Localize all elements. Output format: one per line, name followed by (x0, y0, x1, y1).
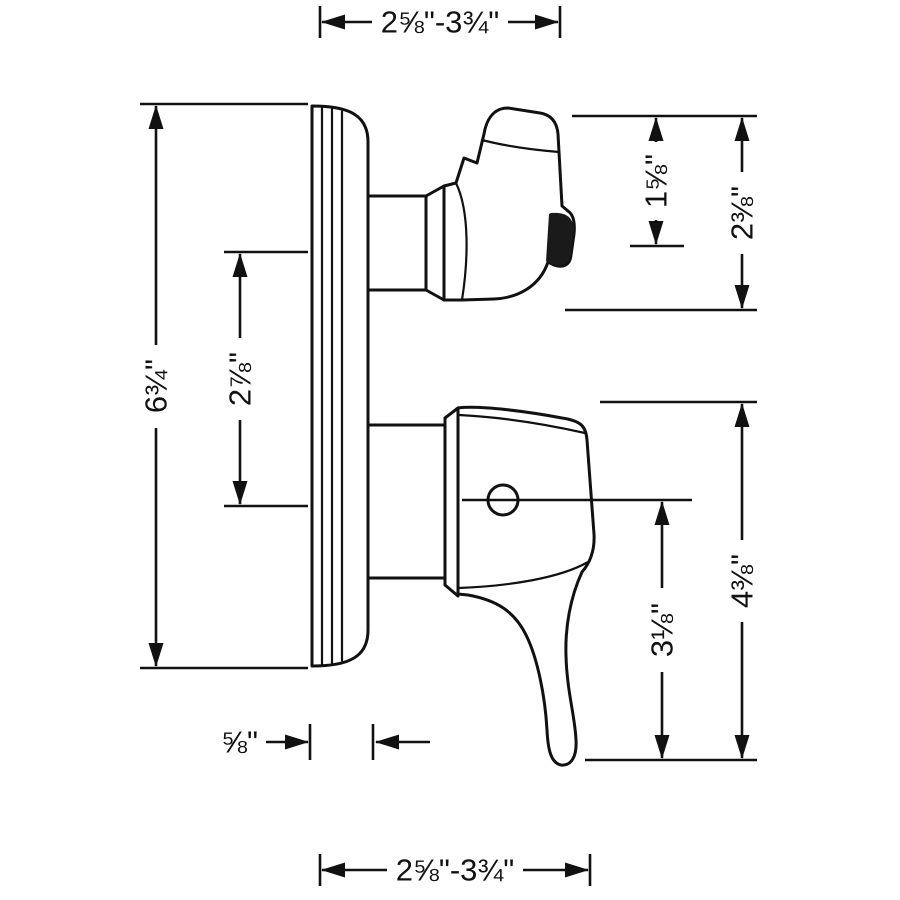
upper-handle-inner-line (454, 181, 468, 302)
upper-handle-tip (546, 212, 574, 266)
lower-stem (366, 423, 447, 580)
escutcheon-outline (310, 104, 370, 668)
dim-upper-handle-height: 1⅝" (572, 114, 757, 248)
dim-label-overall-height: 6¾" (139, 359, 174, 413)
upper-stem (366, 194, 428, 292)
dim-upper-total-height: 2⅜" (565, 117, 760, 312)
dim-label-lower-total-depth: 4⅜" (725, 554, 760, 608)
lower-lever-blade-line (457, 560, 590, 590)
dim-valve-center-spacing: 2⅞" (223, 250, 308, 508)
lower-lever-handle (456, 405, 596, 767)
escutcheon-plate (310, 104, 370, 668)
dim-label-valve-center-spacing: 2⅞" (223, 352, 258, 406)
dim-bottom-width: 2⅝"-3¾" (318, 853, 592, 888)
upper-handle (442, 106, 576, 302)
lower-collar (443, 406, 460, 598)
dim-label-escutcheon-depth: ⅝" (221, 725, 258, 760)
dim-label-upper-handle-height: 1⅝" (639, 154, 674, 208)
upper-handle-grip-line (480, 138, 561, 154)
dim-label-bottom-width: 2⅝"-3¾" (396, 853, 515, 888)
lower-valve-assembly (366, 405, 596, 767)
dim-top-width: 2⅝"-3¾" (318, 5, 562, 40)
dim-lower-handle-depth: 3⅛" (462, 498, 692, 759)
upper-valve-assembly (366, 106, 576, 302)
dim-escutcheon-depth: ⅝" (221, 724, 430, 760)
dim-label-lower-handle-depth: 3⅛" (645, 603, 680, 657)
dim-overall-height: 6¾" (139, 102, 308, 670)
upper-collar (424, 184, 446, 302)
dim-label-upper-total-height: 2⅜" (725, 186, 760, 240)
lower-lever-top-line (457, 413, 587, 435)
dim-label-top-width: 2⅝"-3¾" (381, 5, 500, 40)
dim-lower-total-depth: 4⅜" (585, 400, 760, 762)
